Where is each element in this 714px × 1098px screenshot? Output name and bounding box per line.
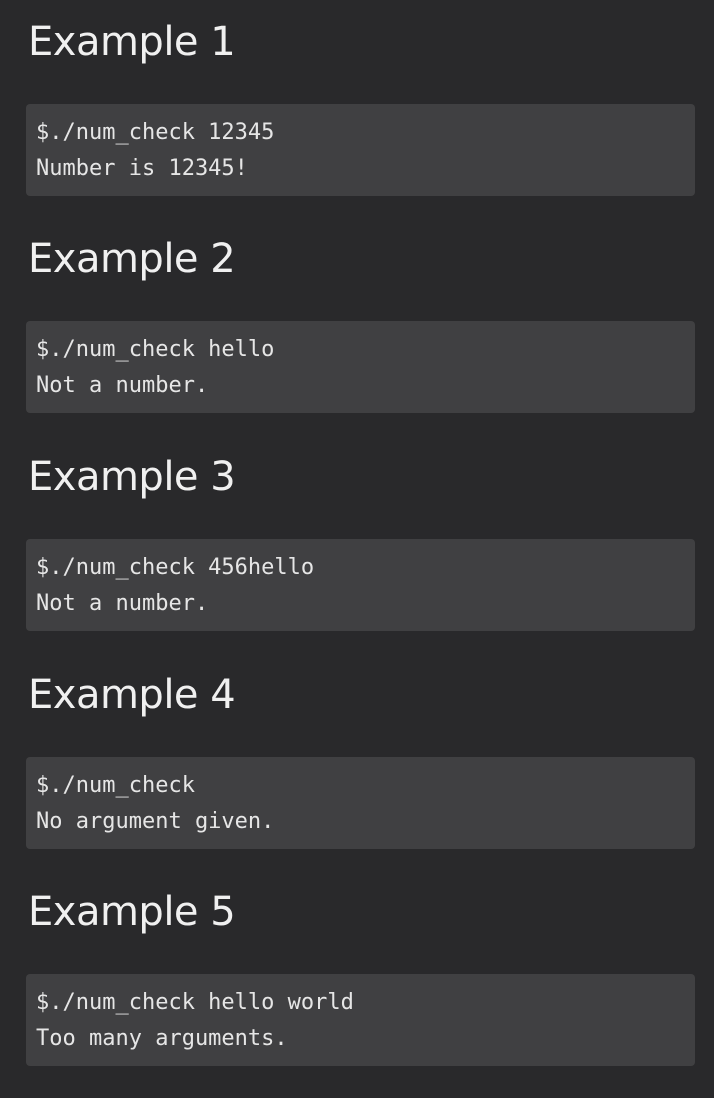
command-line: $./num_check 456hello (36, 555, 315, 580)
command-line: $./num_check hello (36, 337, 275, 362)
example-heading: Example 2 (28, 236, 236, 282)
command-line: $./num_check 12345 (36, 120, 275, 145)
code-block: $./num_check 12345 Number is 12345! (26, 104, 695, 196)
command-line: $./num_check (36, 773, 195, 798)
output-line: Not a number. (36, 591, 209, 616)
output-line: Too many arguments. (36, 1026, 288, 1051)
example-heading: Example 1 (28, 19, 236, 65)
example-heading: Example 3 (28, 454, 236, 500)
output-line: Number is 12345! (36, 156, 248, 181)
command-line: $./num_check hello world (36, 990, 354, 1015)
output-line: No argument given. (36, 809, 275, 834)
code-block: $./num_check hello world Too many argume… (26, 974, 695, 1066)
code-block: $./num_check No argument given. (26, 757, 695, 849)
output-line: Not a number. (36, 373, 209, 398)
example-heading: Example 5 (28, 889, 236, 935)
code-block: $./num_check 456hello Not a number. (26, 539, 695, 631)
example-heading: Example 4 (28, 672, 236, 718)
code-block: $./num_check hello Not a number. (26, 321, 695, 413)
